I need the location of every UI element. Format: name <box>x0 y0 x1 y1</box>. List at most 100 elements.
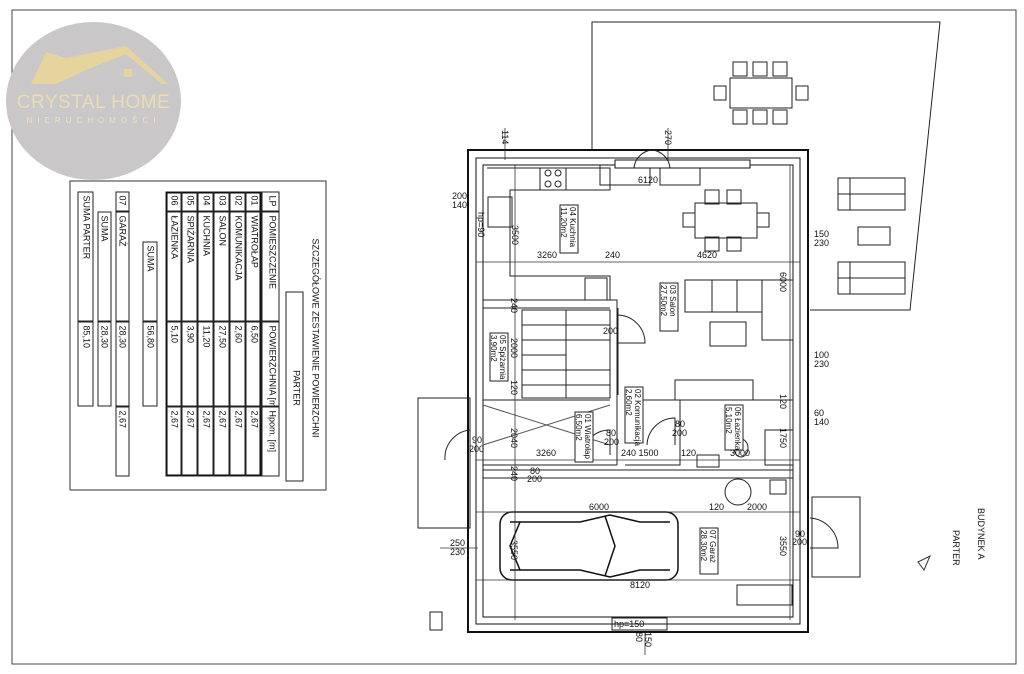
dim: 80 <box>675 419 685 429</box>
garage-equipment <box>724 478 793 606</box>
dim: 120 <box>709 502 724 512</box>
table-cell-name: ŁAZIENKA <box>165 211 182 322</box>
dim: 3260 <box>537 250 557 260</box>
dim: 6000 <box>589 502 609 512</box>
dimension-lines <box>440 128 800 655</box>
svg-text:02 Komunikacja: 02 Komunikacja <box>633 389 642 446</box>
table-cell-lp: 02 <box>229 191 246 212</box>
dim: 3500 <box>510 225 520 245</box>
dim: 240 <box>509 298 519 313</box>
room-label-garage: 07 Garaż 28,30m2 <box>699 527 719 575</box>
svg-text:11,20m2: 11,20m2 <box>559 207 568 238</box>
room-label-bathroom: 06 Łazienka 5,10m2 <box>724 404 744 451</box>
dim: 8120 <box>630 580 650 590</box>
room-label-kitchen: 04 Kuchnia 11,20m2 <box>559 204 579 254</box>
dim: 6000 <box>778 272 788 292</box>
dim: 6120 <box>638 175 658 185</box>
table-cell-lp: 06 <box>165 191 182 212</box>
floor-title: PARTER <box>951 530 961 566</box>
table-cell-area: 27,50 <box>213 321 230 407</box>
dim: 270 <box>663 130 673 145</box>
header-room: POMIESZCZENIE <box>261 211 280 322</box>
dim: 240 1500 <box>621 448 659 458</box>
table-cell-name: KUCHNIA <box>197 211 214 322</box>
north-arrow-icon <box>917 554 931 571</box>
garage-lp: 07 <box>115 191 130 212</box>
dim: 200 <box>527 474 542 484</box>
dimension-labels: 114 270 6120 200 140 hp=90 3500 3260 240… <box>450 130 829 647</box>
house-roof-icon <box>31 46 168 84</box>
dim: 200 <box>792 537 807 547</box>
garage-name: GARAŻ <box>115 211 130 322</box>
dim: 80 <box>530 466 540 476</box>
svg-text:3,90m2: 3,90m2 <box>489 335 498 362</box>
dim: 200 <box>603 326 618 336</box>
svg-text:6,50m2: 6,50m2 <box>574 414 583 441</box>
total-label: SUMA PARTER <box>77 191 94 322</box>
dim: 100 <box>814 350 829 360</box>
table-title: SZCZEGÓŁOWE ZESTAWIENIE POWIERZCHNI <box>310 238 321 438</box>
sum2-value: 28,30 <box>97 321 112 407</box>
header-area: POWIERZCHNIA [m2] <box>261 321 280 407</box>
building-title: BUDYNEK A <box>976 508 986 560</box>
svg-text:07 Garaż: 07 Garaż <box>708 530 717 563</box>
company-logo: CRYSTAL HOME NIERUCHOMOŚCI <box>6 22 181 180</box>
dim: 80 <box>634 632 644 642</box>
dim: 90 <box>795 529 805 539</box>
dim: 240 <box>509 466 519 481</box>
svg-text:01 Wiatrołap: 01 Wiatrołap <box>583 414 592 459</box>
table-cell-name: SPIŻARNIA <box>181 211 198 322</box>
table-cell-h: 2,67 <box>165 406 182 477</box>
svg-text:27,50m2: 27,50m2 <box>659 285 668 317</box>
logo-brand: CRYSTAL HOME <box>16 92 171 113</box>
dim: 2040 <box>509 428 519 448</box>
table-cell-lp: 01 <box>245 191 262 212</box>
room-label-vestibule: 01 Wiatrołap 6,50m2 <box>574 411 594 463</box>
dim: 200 <box>469 444 484 454</box>
terrace-dining-set <box>713 61 809 125</box>
dim: hp=90 <box>476 212 486 237</box>
dim: 120 <box>509 380 519 395</box>
dim: 120 <box>681 448 696 458</box>
logo-subtitle: NIERUCHOMOŚCI <box>26 116 161 125</box>
dim: 150 <box>643 632 653 647</box>
dim: 3260 <box>536 448 556 458</box>
dim: 1750 <box>778 428 788 448</box>
table-section: PARTER <box>285 291 304 482</box>
dim: 120 <box>778 394 788 409</box>
room-label-hallway: 02 Komunikacja 2,60m2 <box>624 386 644 446</box>
table-cell-lp: 03 <box>213 191 230 212</box>
kitchen-counters <box>487 167 611 301</box>
dim: 230 <box>814 238 829 248</box>
room-label-living-room: 03 Salon 27,50m2 <box>659 282 679 332</box>
dim: 90 <box>472 435 482 445</box>
dim: hp=150 <box>614 619 644 629</box>
table-cell-h: 2,67 <box>229 406 246 477</box>
svg-text:5,10m2: 5,10m2 <box>724 407 733 434</box>
table-cell-name: KOMUNIKACJA <box>229 211 246 322</box>
table-cell-name: SALON <box>213 211 230 322</box>
sum2-label: SUMA <box>97 211 112 322</box>
svg-text:05 Spiżarnia: 05 Spiżarnia <box>498 335 507 380</box>
dim: 80 <box>606 428 616 438</box>
dim: 250 <box>450 538 465 548</box>
dim: 200 <box>604 437 619 447</box>
sheet-border <box>11 9 1017 665</box>
sofa <box>684 279 794 347</box>
dining-table <box>682 189 770 252</box>
dim: 200 <box>452 191 467 201</box>
table-cell-area: 11,20 <box>197 321 214 407</box>
table-cell-area: 6,50 <box>245 321 262 407</box>
table-cell-area: 5,10 <box>165 321 182 407</box>
dim: 4620 <box>697 250 717 260</box>
table-cell-h: 2,67 <box>181 406 198 477</box>
table-cell-h: 2,67 <box>197 406 214 477</box>
dim: 140 <box>814 417 829 427</box>
dim: 200 <box>672 428 687 438</box>
header-height: Hpom. [m] <box>261 406 280 477</box>
room-label-pantry: 05 Spiżarnia 3,90m2 <box>489 332 509 382</box>
doors <box>417 149 861 631</box>
terrace-outline <box>591 21 941 311</box>
car <box>499 511 679 581</box>
dim: 3000 <box>730 448 750 458</box>
